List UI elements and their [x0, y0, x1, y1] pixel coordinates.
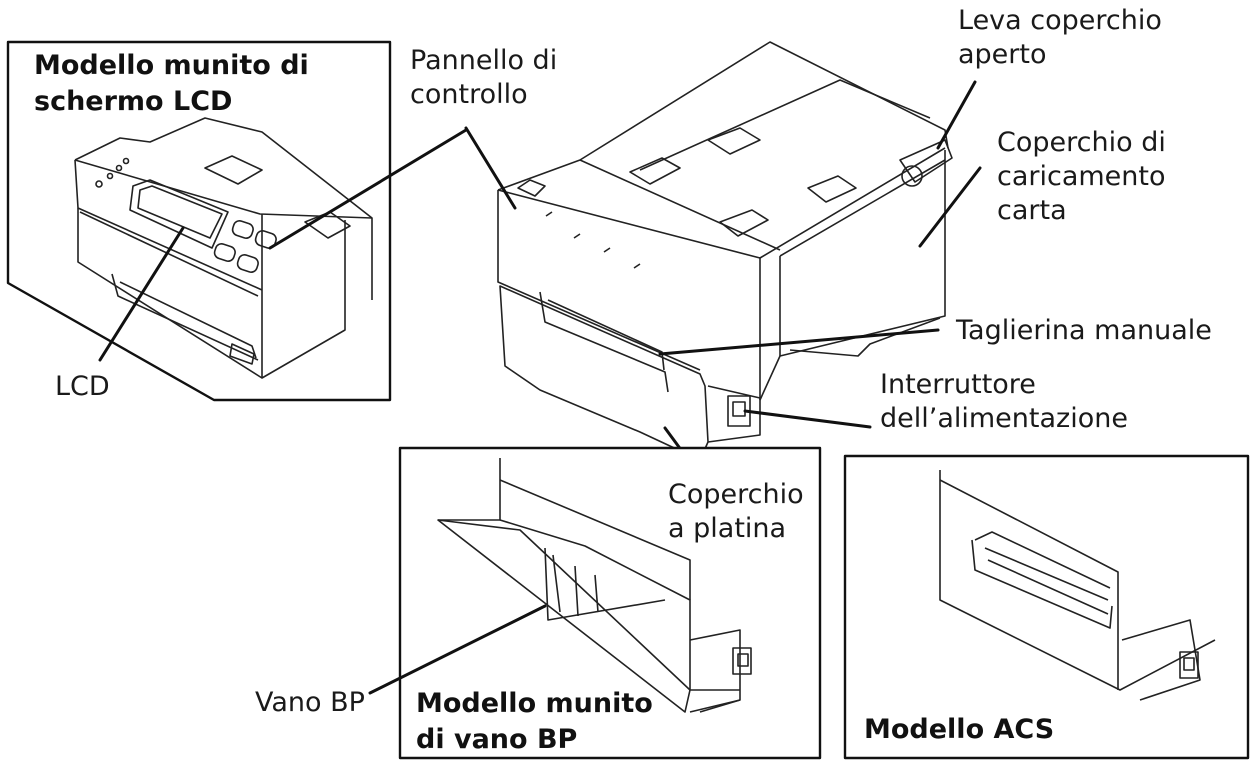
bp-model-title: Modello munito di vano BP	[416, 688, 653, 755]
bp-model-inset	[368, 446, 822, 760]
paper-cover-callout: Coperchio di caricamento carta	[997, 127, 1166, 226]
bp-compartment-callout: Vano BP	[255, 687, 365, 718]
power-switch-callout: Interruttore dell’alimentazione	[880, 369, 1128, 434]
cover-open-lever-callout: Leva coperchio aperto	[958, 5, 1162, 70]
lcd-model-inset	[6, 40, 468, 402]
acs-model-inset	[843, 454, 1250, 760]
platen-cover-callout: Coperchio a platina	[668, 479, 804, 544]
acs-model-title: Modello ACS	[864, 714, 1055, 745]
lcd-model-title: Modello munito di schermo LCD	[34, 50, 309, 117]
manual-cutter-callout: Taglierina manuale	[956, 315, 1212, 346]
main-printer-drawing	[464, 41, 982, 464]
control-panel-callout: Pannello di controllo	[410, 45, 558, 110]
lcd-callout: LCD	[55, 371, 110, 402]
